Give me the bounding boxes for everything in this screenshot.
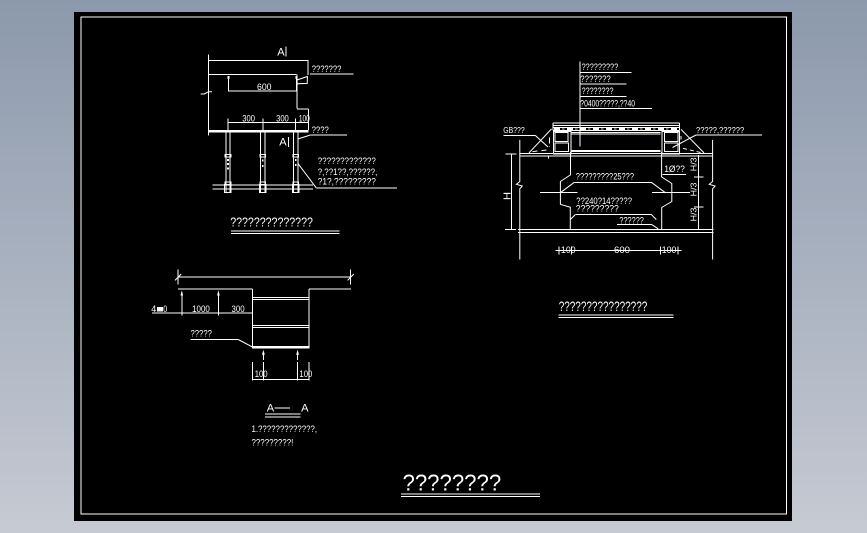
svg-text:?????????????: ????????????? — [318, 156, 376, 167]
svg-text:H: H — [503, 192, 514, 200]
svg-text:???????: ??????? — [312, 64, 342, 74]
svg-text:?????: ????? — [191, 329, 212, 340]
svg-text:??????????????: ?????????????? — [230, 215, 313, 230]
svg-text:???????: ??????? — [580, 74, 610, 84]
svg-text:100: 100 — [255, 369, 268, 379]
svg-text:100: 100 — [299, 369, 312, 379]
svg-text:600: 600 — [257, 82, 272, 92]
svg-text:A: A — [277, 46, 285, 58]
svg-text:?????????25???: ?????????25??? — [576, 171, 634, 181]
svg-text:??????: ?????? — [619, 215, 644, 225]
svg-text:4: 4 — [151, 304, 156, 314]
svg-text:0: 0 — [163, 304, 167, 314]
svg-text:????????: ???????? — [403, 469, 502, 495]
svg-text:A: A — [279, 136, 287, 148]
svg-text:A: A — [301, 402, 309, 414]
svg-text:300: 300 — [242, 114, 255, 124]
svg-text:1000: 1000 — [192, 304, 210, 314]
svg-text:H/3: H/3 — [689, 182, 699, 196]
svg-text:300: 300 — [276, 114, 289, 124]
svg-text:600: 600 — [614, 245, 630, 255]
svg-text:H/3: H/3 — [689, 157, 699, 171]
svg-text:????: ???? — [312, 125, 329, 135]
svg-text:300: 300 — [232, 304, 245, 314]
svg-text:????????: ???????? — [582, 86, 614, 96]
svg-text:1Ø??: 1Ø?? — [664, 164, 685, 174]
svg-text:?????????!: ?????????! — [252, 437, 294, 448]
svg-text:?????????: ????????? — [582, 62, 619, 72]
svg-text:A: A — [267, 402, 275, 414]
svg-text:100: 100 — [662, 245, 677, 255]
svg-text:?????????: ????????? — [576, 204, 619, 214]
svg-text:100: 100 — [561, 245, 576, 255]
svg-text:100: 100 — [299, 114, 310, 124]
svg-text:?1?,?????????: ?1?,????????? — [318, 177, 376, 188]
svg-text:?????,??????: ?????,?????? — [696, 125, 744, 135]
svg-text:????????????????: ???????????????? — [559, 298, 648, 314]
svg-text:?,??1??,??????,: ?,??1??,??????, — [318, 167, 378, 178]
svg-text:??240?14?????: ??240?14????? — [576, 196, 632, 206]
svg-text:?0400?????,??40: ?0400?????,??40 — [580, 98, 635, 108]
svg-text:H/3: H/3 — [689, 207, 699, 221]
svg-text:1.?????????????,: 1.?????????????, — [252, 424, 318, 435]
svg-text:GB???: GB??? — [503, 125, 525, 135]
